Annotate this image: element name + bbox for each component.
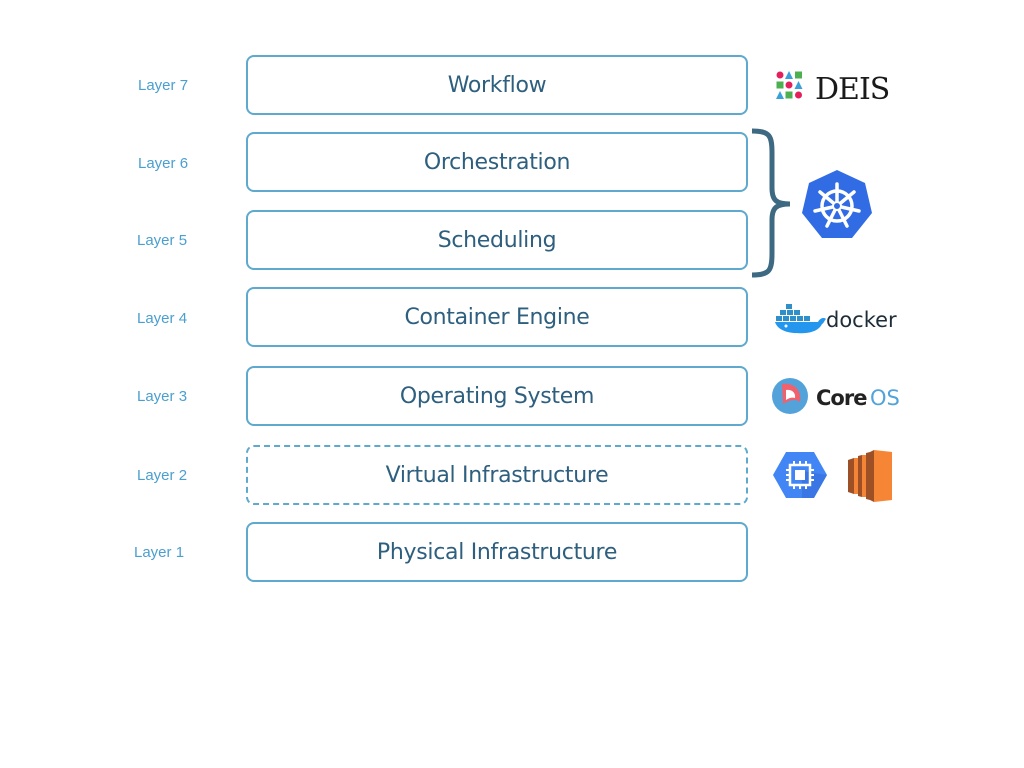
layer-box-container-engine: Container Engine xyxy=(246,287,748,347)
layer-box-scheduling: Scheduling xyxy=(246,210,748,270)
layer-box-physical-infrastructure: Physical Infrastructure xyxy=(246,522,748,582)
layer-label-4: Layer 4 xyxy=(137,310,188,327)
kubernetes-icon xyxy=(802,170,872,238)
google-compute-engine-logo xyxy=(772,451,828,504)
svg-text:docker: docker xyxy=(826,308,897,332)
layer-label-5: Layer 5 xyxy=(137,232,188,249)
deis-icon: DEIS xyxy=(776,71,890,107)
ec2-icon xyxy=(848,450,892,502)
deis-logo: DEIS xyxy=(775,70,895,109)
layer-label-3: Layer 3 xyxy=(137,388,188,405)
layer-label-1: Layer 1 xyxy=(134,544,185,561)
layer-box-workflow: Workflow xyxy=(246,55,748,115)
curly-brace xyxy=(751,128,791,278)
layer-label-2: Layer 2 xyxy=(137,467,188,484)
coreos-icon: Core OS xyxy=(772,378,900,414)
docker-logo: docker xyxy=(774,302,899,341)
gce-icon xyxy=(773,452,827,498)
layer-label-7: Layer 7 xyxy=(138,77,189,94)
svg-text:OS: OS xyxy=(870,386,900,410)
kubernetes-logo xyxy=(799,168,875,245)
svg-text:Core: Core xyxy=(816,386,867,410)
aws-ec2-logo xyxy=(848,450,894,507)
layer-box-virtual-infrastructure: Virtual Infrastructure xyxy=(246,445,748,505)
docker-icon: docker xyxy=(775,304,897,334)
layer-box-orchestration: Orchestration xyxy=(246,132,748,192)
layer-label-6: Layer 6 xyxy=(138,155,189,172)
svg-text:DEIS: DEIS xyxy=(815,72,889,104)
coreos-logo: Core OS xyxy=(772,378,902,421)
layer-box-operating-system: Operating System xyxy=(246,366,748,426)
